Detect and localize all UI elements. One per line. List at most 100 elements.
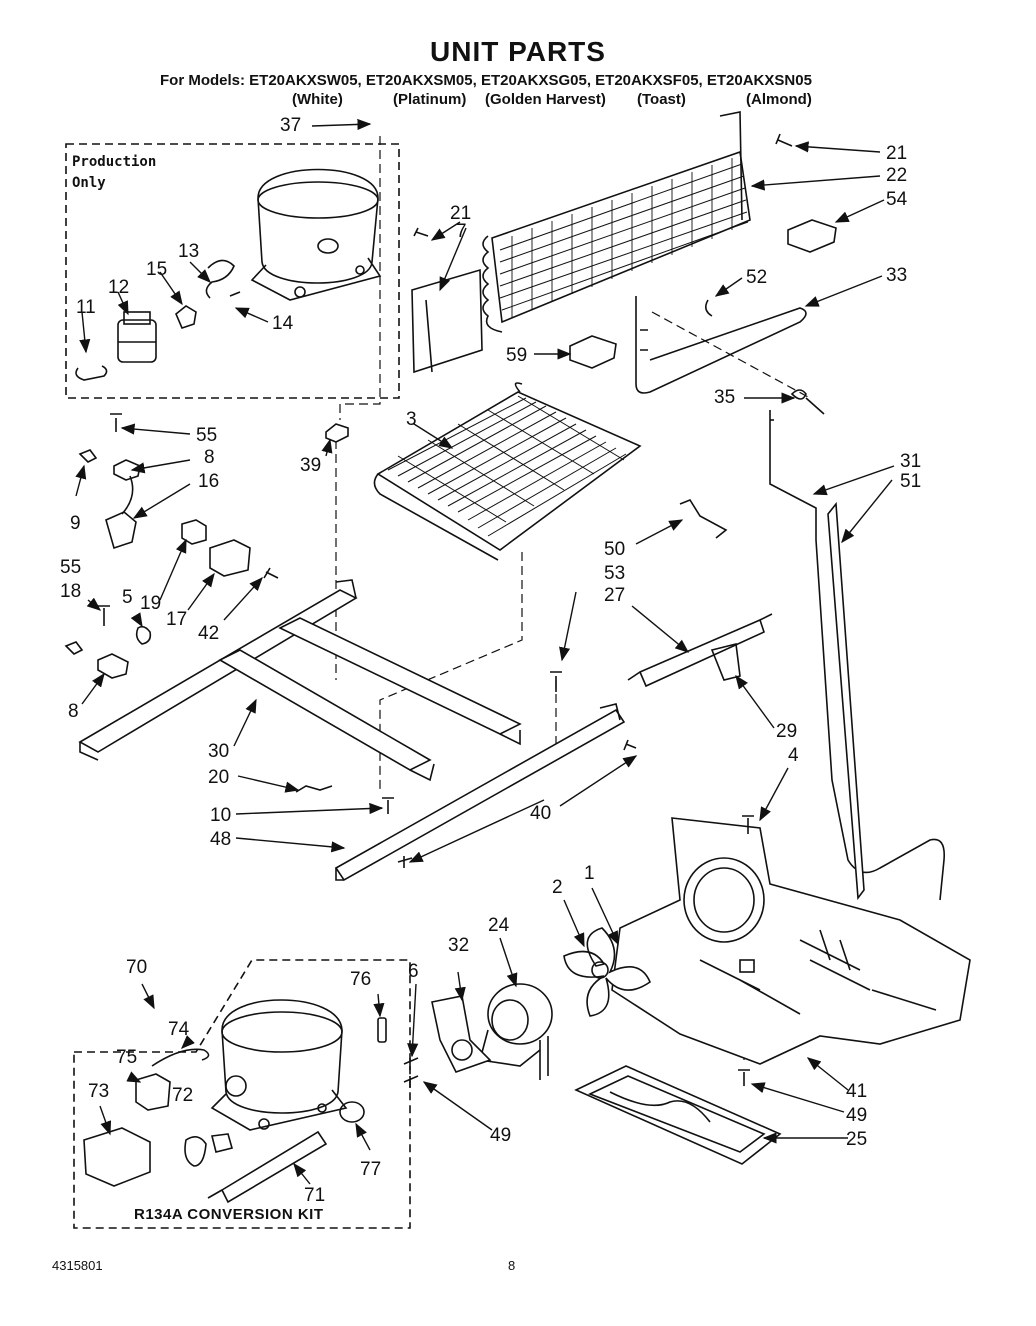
drier-part	[638, 618, 765, 688]
callout-39: 39	[300, 455, 322, 476]
compressor-production	[250, 168, 382, 301]
relay-part	[135, 1073, 171, 1111]
overload-part	[184, 1136, 207, 1167]
screw-part	[397, 856, 413, 868]
model-number: ET20AKXSG05,	[480, 72, 591, 89]
screw-part	[110, 413, 122, 432]
callout-54: 54	[886, 189, 908, 210]
relay-part	[117, 311, 157, 363]
screw-part	[413, 227, 429, 237]
callout-19: 19	[140, 593, 162, 614]
wire-part	[151, 1048, 210, 1067]
conversion-kit-box	[73, 959, 411, 1229]
callout-53: 53	[604, 563, 626, 584]
callout-77: 77	[360, 1159, 382, 1180]
clip-part	[704, 299, 713, 317]
callout-40: 40	[530, 803, 552, 824]
drain-pan	[574, 1065, 782, 1165]
cap-part	[64, 641, 84, 655]
callout-20: 20	[208, 767, 230, 788]
production-only-box	[65, 143, 400, 399]
switch-part	[209, 539, 251, 577]
callout-1: 1	[584, 863, 595, 884]
connector-part	[181, 519, 207, 545]
overload-part	[175, 305, 197, 329]
callout-70: 70	[126, 957, 148, 978]
callout-15: 15	[146, 259, 168, 280]
callout-55: 55	[196, 425, 218, 446]
callout-3: 3	[406, 409, 417, 430]
callout-41: 41	[846, 1081, 868, 1102]
drier-part	[220, 1130, 328, 1204]
screw-part	[738, 1069, 750, 1086]
callout-74: 74	[168, 1019, 190, 1040]
models-prefix: For Models:	[160, 72, 245, 89]
callout-24: 24	[488, 915, 510, 936]
production-only-label: Production Only	[72, 154, 157, 191]
callout-8: 8	[68, 701, 79, 722]
callout-31: 31	[900, 451, 922, 472]
callout-12: 12	[108, 277, 130, 298]
callout-5: 5	[122, 587, 133, 608]
models-line: For Models: ET20AKXSW05, ET20AKXSM05, ET…	[160, 72, 812, 89]
callout-52: 52	[746, 267, 768, 288]
callout-17: 17	[166, 609, 188, 630]
callout-14: 14	[272, 313, 294, 334]
document-number: 4315801	[52, 1258, 103, 1273]
bracket-part	[411, 268, 483, 374]
callout-18: 18	[60, 581, 82, 602]
callout-21: 21	[886, 143, 908, 164]
screw-part	[263, 567, 279, 579]
callout-13: 13	[178, 241, 200, 262]
model-color: (Toast)	[637, 91, 686, 108]
model-color: (Golden Harvest)	[485, 91, 606, 108]
block-part	[787, 219, 837, 253]
model-color: (Platinum)	[393, 91, 467, 108]
screw-part	[742, 815, 754, 834]
clamp-part	[113, 459, 141, 481]
clip-part	[211, 1133, 233, 1153]
evaporator-coil	[373, 382, 642, 561]
model-number: ET20AKXSN05	[706, 72, 812, 89]
clip-part	[295, 785, 333, 793]
clip-part	[75, 365, 108, 381]
callout-42: 42	[198, 623, 220, 644]
callout-22: 22	[886, 165, 908, 186]
callout-6: 6	[408, 961, 419, 982]
heater-loop	[635, 296, 807, 394]
page-number: 8	[508, 1258, 516, 1273]
screw-part	[775, 133, 793, 147]
callout-75: 75	[116, 1047, 138, 1068]
callout-2: 2	[552, 877, 563, 898]
conversion-kit-label: R134A CONVERSION KIT	[134, 1206, 324, 1223]
model-number: ET20AKXSF05,	[595, 72, 703, 89]
callout-9: 9	[70, 513, 81, 534]
callout-50: 50	[604, 539, 626, 560]
callout-35: 35	[714, 387, 736, 408]
model-number: ET20AKXSM05,	[365, 72, 477, 89]
model-number: ET20AKXSW05,	[249, 72, 362, 89]
callout-37: 37	[280, 115, 302, 136]
callout-25: 25	[846, 1129, 868, 1150]
callout-4: 4	[788, 745, 799, 766]
callout-76: 76	[350, 969, 372, 990]
clip-part	[679, 499, 728, 539]
frame-rails	[78, 579, 626, 882]
callout-8: 8	[204, 447, 215, 468]
base-plate	[611, 817, 971, 1065]
connector-part	[105, 511, 137, 550]
callout-49: 49	[846, 1105, 868, 1126]
callout-49: 49	[490, 1125, 512, 1146]
callout-72: 72	[172, 1085, 194, 1106]
callout-29: 29	[776, 721, 798, 742]
callout-21: 21	[450, 203, 472, 224]
cap-part	[78, 449, 98, 463]
clip-part	[135, 625, 152, 645]
callout-48: 48	[210, 829, 232, 850]
grommet-part	[325, 423, 349, 443]
tube-part	[769, 410, 946, 901]
callout-27: 27	[604, 585, 626, 606]
screw-part	[623, 739, 637, 751]
callout-71: 71	[304, 1185, 326, 1206]
